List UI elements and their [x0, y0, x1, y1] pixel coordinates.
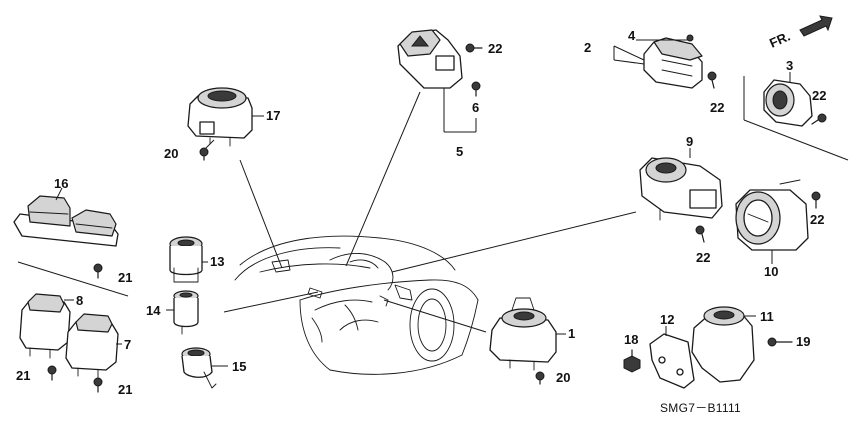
bolt-icons [47, 34, 827, 393]
callout-20a: 20 [164, 146, 178, 161]
part-8-switch [19, 293, 74, 359]
callout-11: 11 [760, 309, 774, 324]
part-10-switch [735, 179, 809, 264]
callout-6: 6 [472, 100, 479, 115]
callout-17: 17 [266, 108, 280, 123]
callout-22d: 22 [810, 212, 824, 227]
callout-5: 5 [456, 144, 463, 159]
callout-8: 8 [76, 293, 83, 308]
callout-3: 3 [786, 58, 793, 73]
part-1-switch [489, 297, 566, 371]
callout-22a: 22 [488, 41, 502, 56]
callout-22c: 22 [812, 88, 826, 103]
callout-16: 16 [54, 176, 68, 191]
callout-22b: 22 [710, 100, 724, 115]
part-5-hazard-switch [397, 29, 477, 133]
part-9-switch [639, 148, 723, 221]
callout-18: 18 [624, 332, 638, 347]
part-16-switch-panel [13, 187, 119, 247]
front-arrow-label: FR. [767, 29, 792, 51]
part-11-switch [691, 306, 756, 383]
callout-13: 13 [210, 254, 224, 269]
callout-22e: 22 [696, 250, 710, 265]
part-7-switch [65, 313, 122, 379]
part-13-socket [169, 236, 208, 283]
callout-12: 12 [660, 312, 674, 327]
part-12-bracket [649, 326, 695, 389]
callout-1: 1 [568, 326, 575, 341]
callout-4: 4 [628, 28, 636, 43]
part-3-switch [763, 72, 813, 127]
callout-9: 9 [686, 134, 693, 149]
callout-15: 15 [232, 359, 246, 374]
part-14-socket [166, 290, 199, 335]
callout-7: 7 [124, 337, 131, 352]
car-outline [234, 235, 479, 375]
leader-lines [223, 91, 637, 333]
callout-20b: 20 [556, 370, 570, 385]
callout-21c: 21 [118, 382, 132, 397]
front-arrow-icon [799, 15, 833, 37]
callout-21a: 21 [118, 270, 132, 285]
diagram-code: SMG7－B1111 [660, 401, 741, 415]
part-15-bezel [181, 347, 228, 389]
callout-14: 14 [146, 303, 161, 318]
callout-10: 10 [764, 264, 778, 279]
part-2-switch [613, 37, 703, 89]
callout-21b: 21 [16, 368, 30, 383]
callout-19: 19 [796, 334, 810, 349]
callout-2: 2 [584, 40, 591, 55]
divider-lines [17, 76, 849, 297]
part-17-switch [187, 87, 264, 151]
